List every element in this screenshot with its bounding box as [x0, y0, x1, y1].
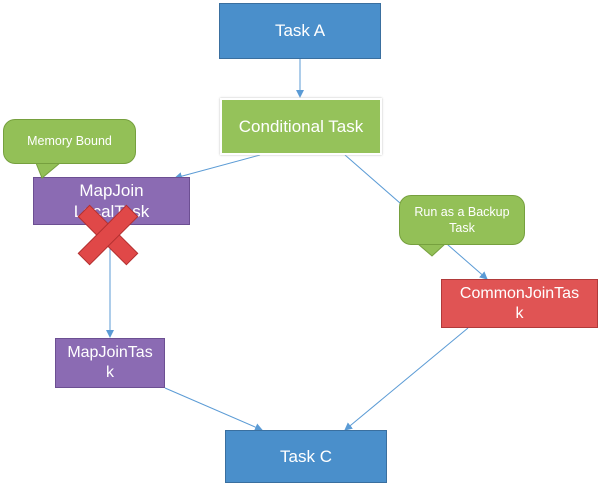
- task-a-label: Task A: [274, 21, 326, 41]
- common-join-label-line1: CommonJoinTas: [459, 284, 580, 302]
- memory-bound-callout: Memory Bound: [3, 119, 136, 164]
- mapjoin-task-label-line1: MapJoinTas: [67, 344, 153, 361]
- mapjoin-task-node: MapJoinTas k: [55, 338, 165, 388]
- arrow-conditional-to-mapjoin-local: [174, 154, 261, 181]
- conditional-task-node: Conditional Task: [220, 98, 382, 155]
- backup-callout-line1: Run as a Backup: [414, 204, 510, 219]
- memory-bound-text: Memory Bound: [27, 134, 112, 149]
- arrow-commonjoin-to-taskc: [344, 327, 469, 431]
- common-join-task-node: CommonJoinTas k: [441, 279, 598, 328]
- mapjoin-local-label-line1: MapJoin: [79, 180, 144, 200]
- task-a-node: Task A: [219, 3, 381, 59]
- backup-callout-line2: Task: [449, 221, 475, 235]
- mapjoin-local-label-line2: LocalTask: [73, 202, 150, 221]
- arrow-mapjoin-task-to-taskc: [164, 387, 263, 431]
- conditional-task-label: Conditional Task: [238, 116, 364, 136]
- mapjoin-task-label-line2: k: [106, 364, 114, 381]
- task-c-node: Task C: [225, 430, 387, 483]
- backup-task-callout: Run as a Backup Task: [399, 195, 525, 245]
- task-c-label: Task C: [280, 446, 332, 466]
- mapjoin-local-task-node: MapJoin LocalTask: [33, 177, 190, 225]
- common-join-label-line2: k: [515, 304, 524, 322]
